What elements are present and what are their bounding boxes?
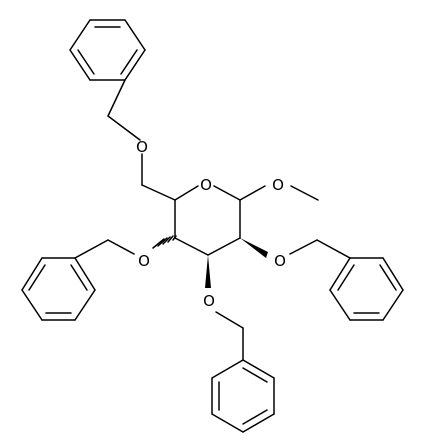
benzyl-ch2-bottom xyxy=(215,311,244,361)
atom-o3: O xyxy=(203,292,215,310)
hashed-bond-c4-o4 xyxy=(152,235,177,249)
o6-to-c6-linker xyxy=(141,153,176,201)
benzyl-ch2-right xyxy=(289,239,351,259)
atom-o2: O xyxy=(274,252,286,270)
methoxy-group xyxy=(239,185,319,201)
atom-o4: O xyxy=(138,252,150,270)
benzene-ring-bottom xyxy=(211,359,275,433)
atom-o6: O xyxy=(136,138,148,156)
benzene-ring-right xyxy=(329,257,404,321)
atom-o-ring: O xyxy=(200,176,212,194)
benzyl-ch2-top xyxy=(107,79,141,141)
benzene-ring-top xyxy=(69,19,146,81)
atom-o1-methoxy: O xyxy=(272,176,284,194)
benzyl-ch2-left xyxy=(74,239,135,259)
wedge-bond-c2-o2 xyxy=(240,238,268,258)
wedge-bond-c3-o3 xyxy=(205,255,211,288)
pyranose-ring xyxy=(174,185,241,256)
benzene-ring-left xyxy=(21,257,96,321)
